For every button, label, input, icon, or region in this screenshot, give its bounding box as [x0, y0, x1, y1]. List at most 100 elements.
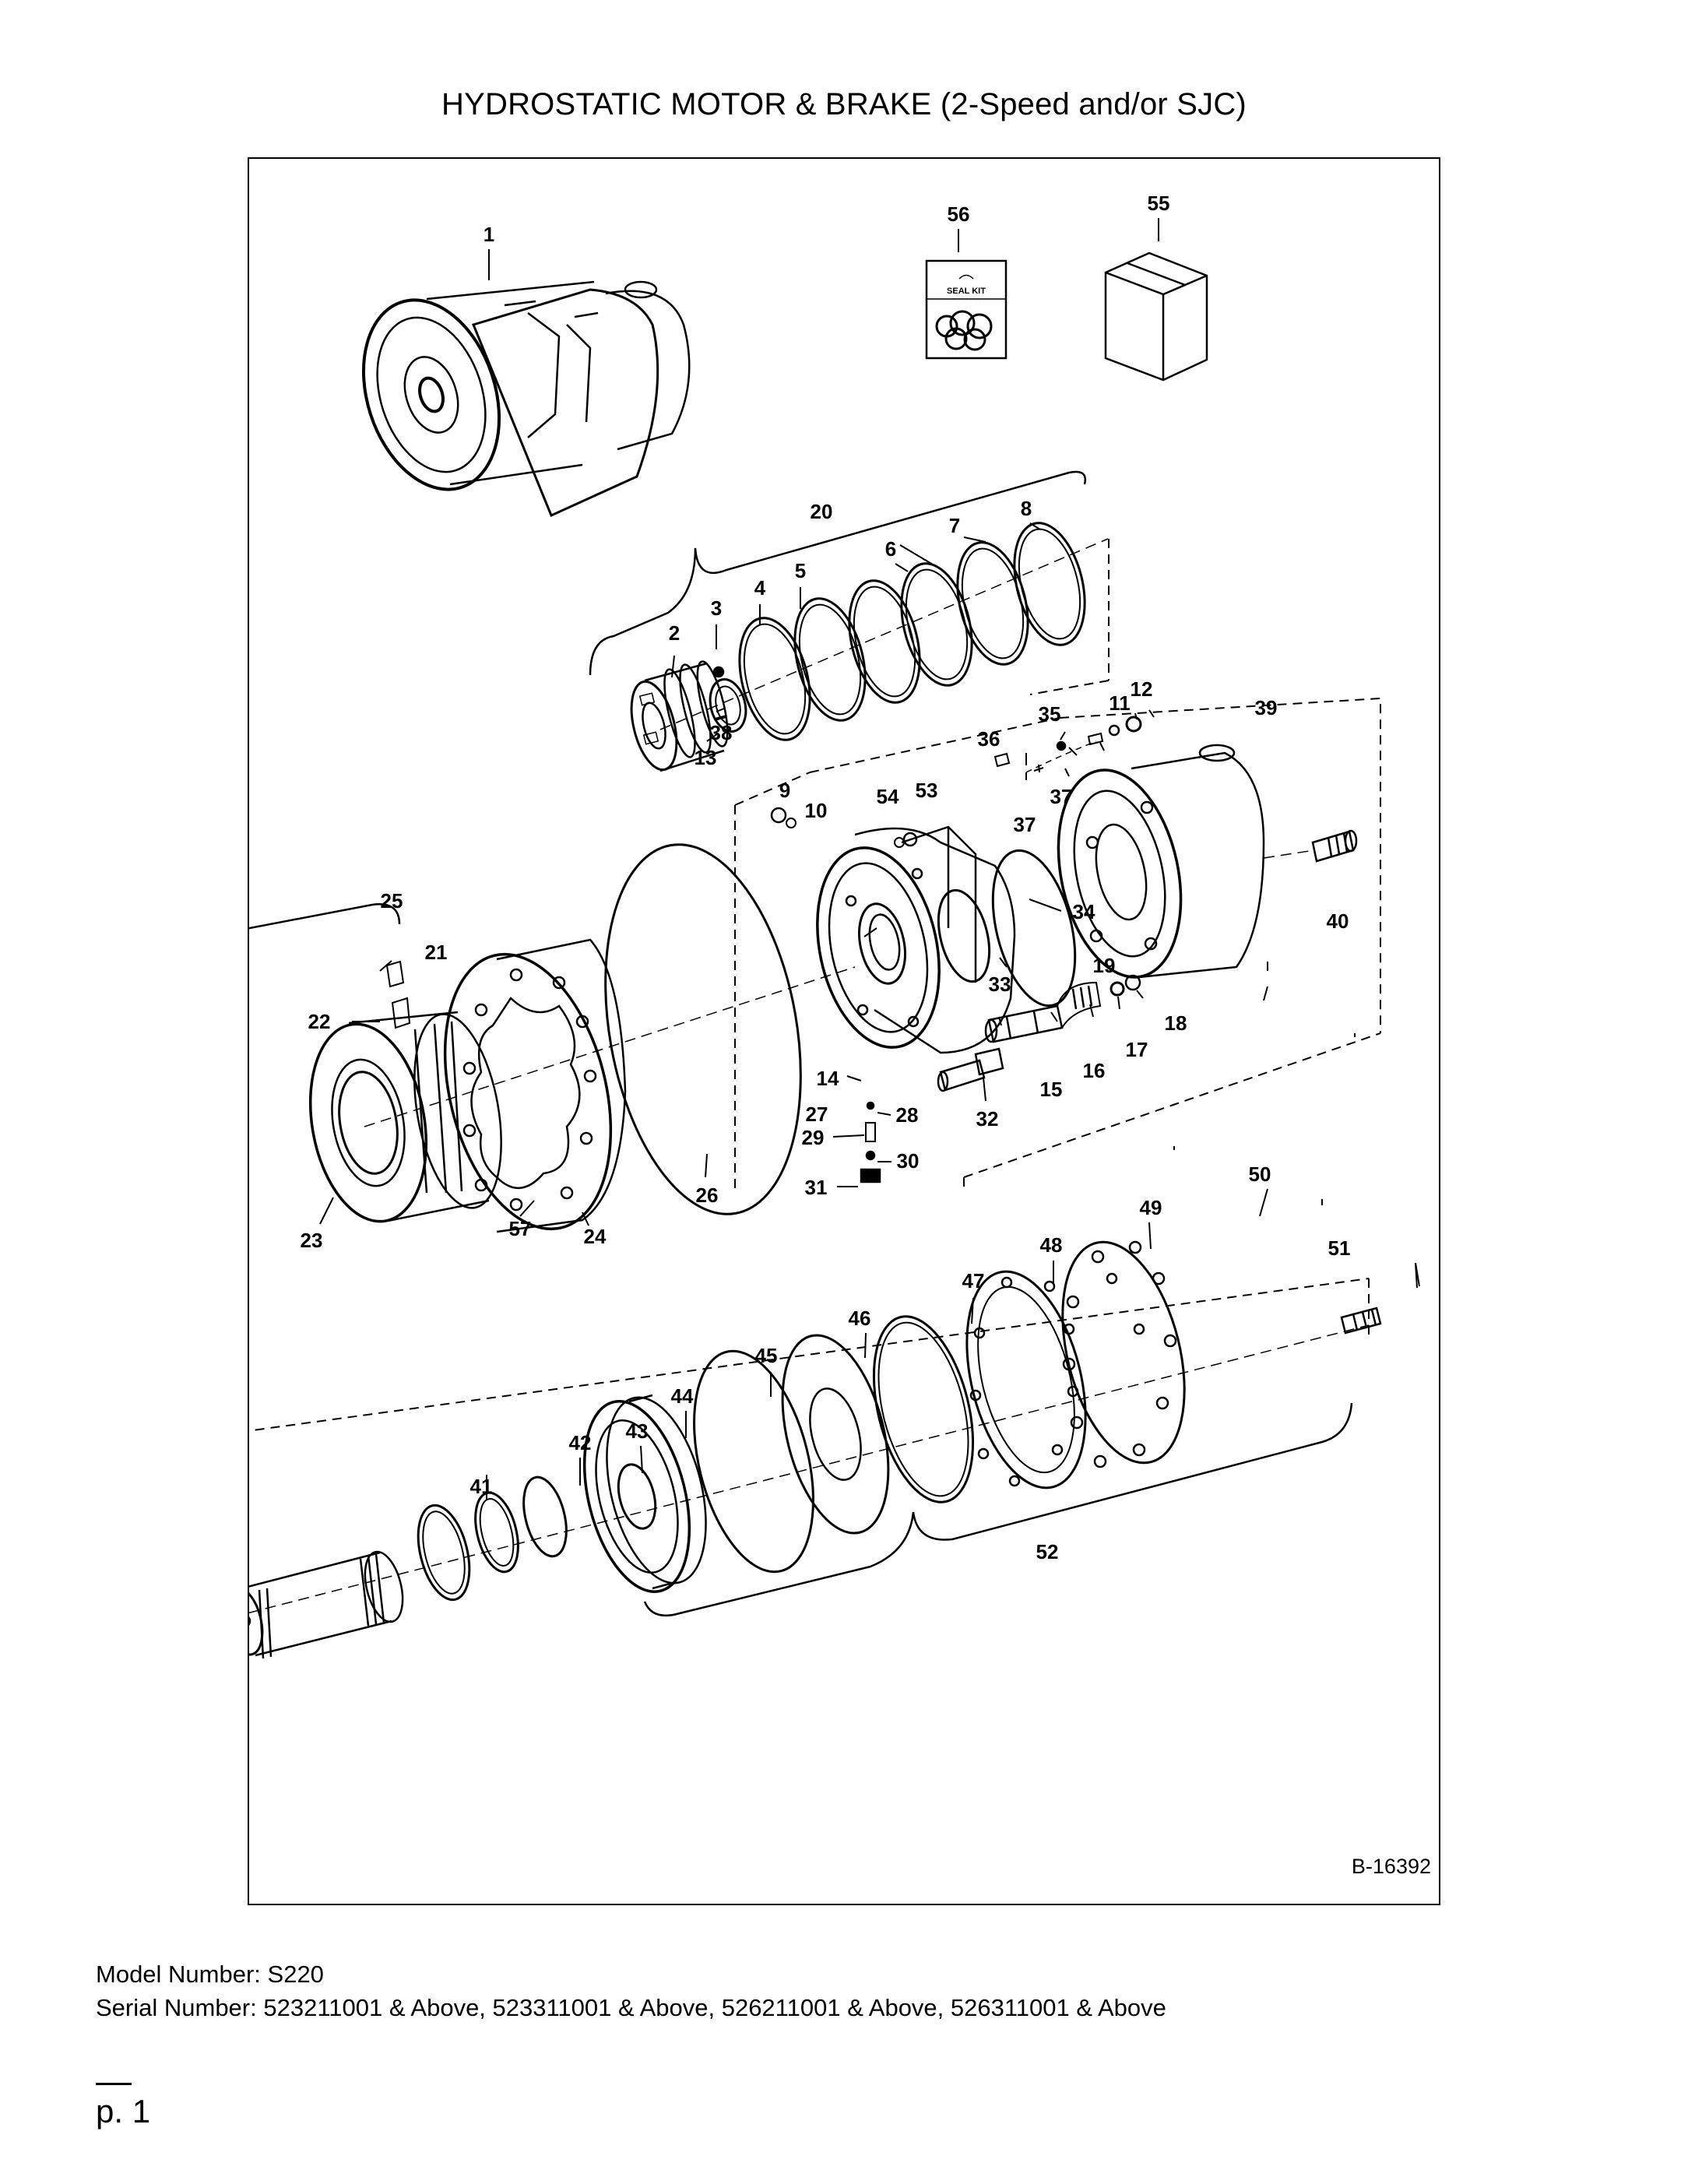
- centerline-39-40: [1264, 850, 1314, 858]
- callout-19: 19: [1093, 954, 1116, 977]
- callout-25: 25: [381, 889, 403, 913]
- gasket-part-49: [947, 1259, 1106, 1500]
- callout-53: 53: [916, 779, 938, 802]
- piston-part-45: [567, 1387, 723, 1603]
- ring-part-48-inner: [863, 1314, 984, 1505]
- ring-part-43-inner: [474, 1496, 519, 1570]
- callout-36: 36: [978, 727, 1000, 751]
- group-20-bracket: [590, 472, 1085, 675]
- callout-3: 3: [711, 596, 722, 620]
- disc-part-47-hole: [801, 1384, 869, 1486]
- callout-5: 5: [795, 559, 806, 582]
- callout-38: 38: [710, 721, 733, 744]
- callout-43: 43: [626, 1419, 649, 1443]
- callout-9: 9: [779, 779, 790, 802]
- bolt-part-40: [1313, 831, 1356, 861]
- figure-code: B-16392: [1351, 1855, 1431, 1878]
- callout-35: 35: [1039, 702, 1061, 726]
- o-ring-33: [930, 885, 997, 987]
- callout-48: 48: [1040, 1233, 1063, 1257]
- callout-27: 27: [806, 1103, 828, 1126]
- callout-4: 4: [754, 576, 766, 600]
- motor-assembly-part: [340, 282, 689, 515]
- callout-28: 28: [896, 1103, 919, 1127]
- callout-24: 24: [584, 1225, 607, 1248]
- callout-50: 50: [1249, 1162, 1271, 1186]
- group-20-dashed-outline: [1030, 539, 1109, 695]
- valve-small-parts: [772, 717, 1141, 847]
- seal-kit-part: [927, 261, 1006, 358]
- page-number-rule: [96, 2083, 132, 2085]
- group-52-bracket: [645, 1403, 1352, 1616]
- o-ring-26: [578, 829, 828, 1229]
- callout-20: 20: [811, 500, 833, 523]
- callout-37-a: 37: [1050, 785, 1073, 808]
- callout-54: 54: [877, 785, 899, 808]
- serial-number: Serial Number: 523211001 & Above, 523311…: [96, 1994, 1166, 2021]
- pin-part-13: [715, 716, 726, 719]
- ring-part-44: [516, 1472, 574, 1560]
- callout-45: 45: [755, 1344, 778, 1367]
- callout-7: 7: [949, 514, 960, 537]
- callout-14: 14: [817, 1067, 839, 1090]
- callout-32: 32: [976, 1107, 999, 1131]
- callout-2: 2: [669, 621, 680, 645]
- callout-47: 47: [962, 1269, 985, 1292]
- callout-57: 57: [509, 1217, 532, 1240]
- bolt-part-51: [1342, 1308, 1380, 1333]
- callout-46: 46: [849, 1307, 871, 1330]
- ring-part-48: [856, 1307, 990, 1513]
- callout-42: 42: [569, 1431, 592, 1454]
- callout-8: 8: [1021, 497, 1032, 520]
- page-title: HYDROSTATIC MOTOR & BRAKE (2-Speed and/o…: [441, 87, 1247, 121]
- callout-6: 6: [885, 537, 896, 561]
- rear-housing-part: [1041, 745, 1264, 989]
- callout-labels: 1 2 3 4 5 6 7 8 9 10 11 12 13 14 15 16 1…: [301, 192, 1351, 1563]
- callout-34: 34: [1073, 900, 1095, 923]
- callout-29: 29: [802, 1126, 825, 1149]
- callout-37-b: 37: [1014, 813, 1036, 836]
- housing-part: [800, 827, 1015, 1059]
- ring-part-46: [673, 1338, 834, 1584]
- parts-box: [1106, 253, 1207, 380]
- callout-22: 22: [308, 1010, 331, 1033]
- callout-21: 21: [425, 941, 448, 964]
- model-number: Model Number: S220: [96, 1961, 324, 1988]
- seal-ring-38-inner: [712, 684, 744, 727]
- callout-52: 52: [1036, 1540, 1059, 1563]
- rotor-part-23: [296, 1008, 515, 1231]
- callout-55: 55: [1148, 192, 1170, 215]
- callout-11: 11: [1109, 691, 1131, 715]
- callout-51: 51: [1328, 1236, 1351, 1260]
- callout-12: 12: [1131, 677, 1153, 701]
- cover-plate-part-50: [1042, 1229, 1205, 1475]
- callout-40: 40: [1327, 909, 1349, 933]
- seal-kit-label: SEAL KIT: [947, 287, 986, 296]
- exploded-parts-diagram: SEAL KIT 1 2 3 4 5 6 7 8 9 10 11 12 13 1…: [248, 192, 1440, 1905]
- leader-lines: [320, 218, 1419, 1500]
- ball-part-3: [714, 667, 723, 677]
- ring-part-42: [410, 1500, 478, 1605]
- callout-49: 49: [1140, 1196, 1162, 1219]
- stator-part: [418, 937, 637, 1247]
- ring-part-42-inner: [416, 1507, 473, 1598]
- o-ring-34: [979, 842, 1090, 1014]
- spool-valve-parts: [986, 976, 1140, 1042]
- group-valve-dashed-outline: [735, 698, 1380, 1193]
- callout-56: 56: [948, 202, 970, 226]
- centerline-middle: [364, 967, 855, 1127]
- callout-41: 41: [470, 1475, 493, 1498]
- page-number: p. 1: [96, 2093, 151, 2129]
- spool-part: [624, 659, 733, 774]
- callout-31: 31: [805, 1176, 828, 1199]
- callout-39: 39: [1255, 696, 1278, 719]
- callout-18: 18: [1165, 1011, 1187, 1035]
- callout-10: 10: [805, 799, 828, 822]
- callout-1: 1: [484, 223, 494, 246]
- disc-part-47: [764, 1324, 906, 1544]
- centerline-upper: [660, 539, 1108, 730]
- centerline-lower: [248, 1325, 1369, 1617]
- diagram-frame: [248, 157, 1440, 1905]
- callout-26: 26: [696, 1183, 719, 1207]
- callout-33: 33: [989, 972, 1011, 996]
